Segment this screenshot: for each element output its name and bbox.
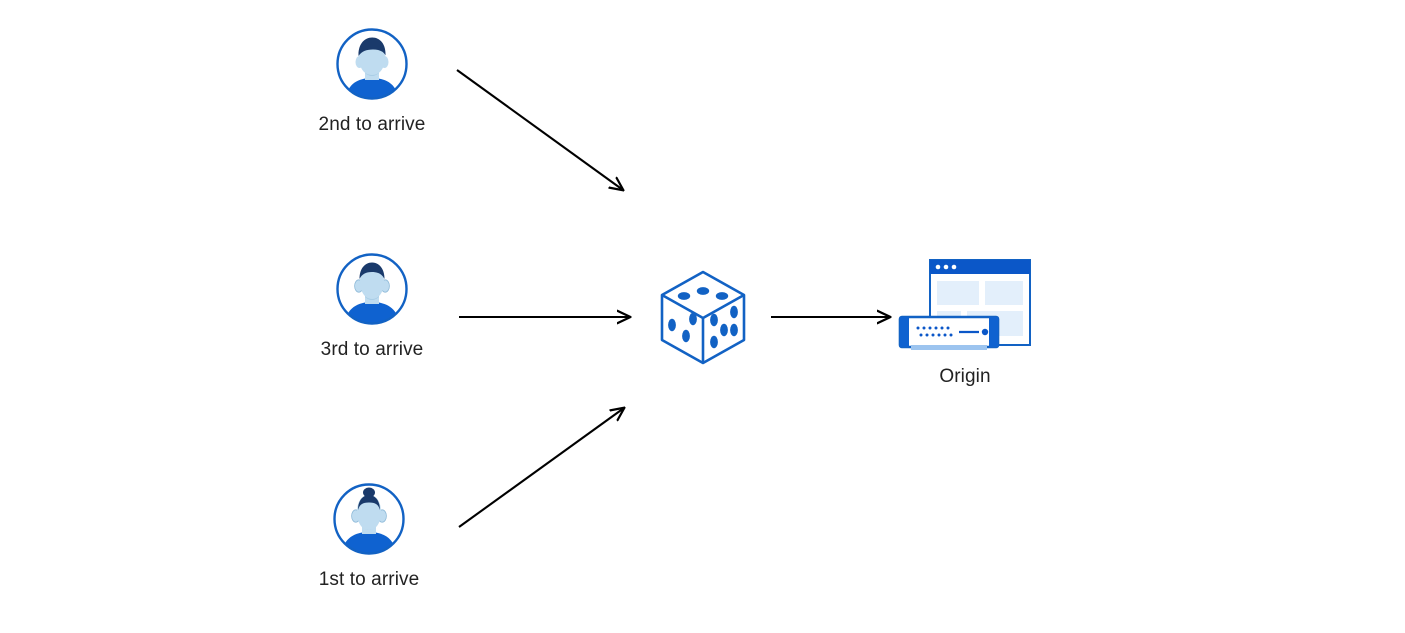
avatar-short-hair-ears-icon xyxy=(336,253,408,325)
arrow-2nd-to-dice xyxy=(456,69,623,190)
client-label-2nd: 2nd to arrive xyxy=(318,114,426,135)
client-node-2nd[interactable]: 2nd to arrive xyxy=(272,27,472,137)
client-node-3rd[interactable]: 3rd to arrive xyxy=(272,252,472,362)
server-device-icon xyxy=(898,315,1000,350)
origin-label: Origin xyxy=(939,366,991,387)
dice-icon xyxy=(660,270,746,365)
client-node-1st[interactable]: 1st to arrive xyxy=(269,482,469,592)
client-label-3rd: 3rd to arrive xyxy=(320,339,424,360)
browser-window-and-server-icon xyxy=(898,259,1031,350)
avatar-bun-hair-icon xyxy=(333,483,405,555)
client-label-1st: 1st to arrive xyxy=(318,569,420,590)
origin-node[interactable]: Origin xyxy=(865,255,1065,389)
avatar-short-hair-icon xyxy=(336,28,408,100)
dice-node[interactable] xyxy=(648,262,758,372)
arrow-1st-to-dice xyxy=(458,408,624,528)
origin-icon-wrap xyxy=(897,255,1033,355)
